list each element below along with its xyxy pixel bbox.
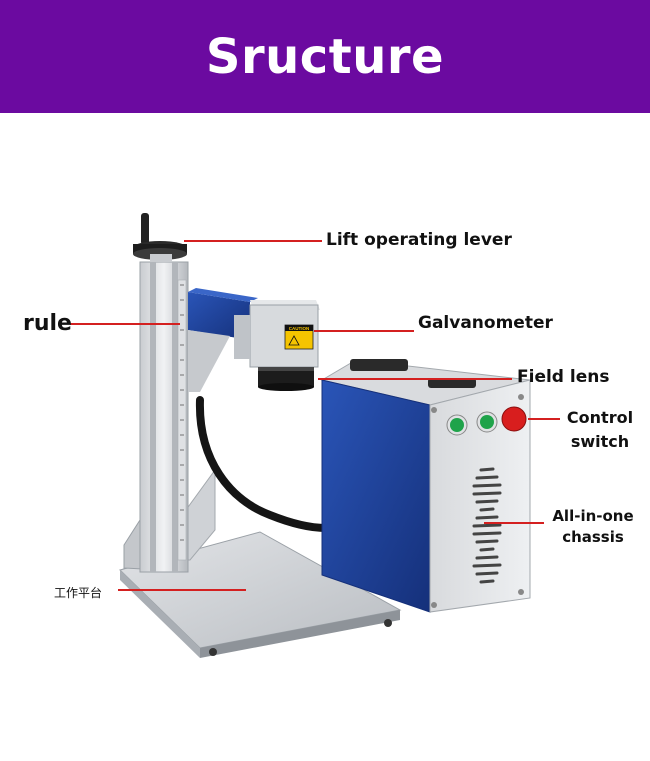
chassis-vent: [472, 467, 502, 584]
label-control-switch-line2: switch: [570, 432, 630, 451]
label-chassis-line1: All-in-one: [552, 507, 634, 525]
galvanometer-head: CAUTION: [234, 300, 320, 368]
header-banner: Sructure: [0, 0, 650, 113]
leader-lines: [70, 240, 560, 591]
chassis-box: [320, 359, 531, 613]
field-lens: [258, 367, 314, 391]
label-rule: rule: [23, 311, 72, 336]
label-field-lens: Field lens: [517, 367, 610, 387]
control-switches: [446, 406, 527, 436]
lift-handwheel: [133, 213, 187, 262]
rule-scale: [177, 279, 187, 561]
label-control-switch-line1: Control: [566, 408, 634, 427]
laser-marking-machine-illustration: CAUTION: [70, 213, 560, 658]
label-work-table: 工作平台: [54, 586, 103, 600]
caution-sticker-text: CAUTION: [289, 326, 310, 331]
label-all-in-one-chassis: All-in-one chassis: [548, 506, 638, 548]
page-title: Sructure: [205, 28, 445, 85]
fiber-cable: [195, 396, 330, 532]
label-lift-operating-lever: Lift operating lever: [326, 230, 512, 250]
label-chassis-line2: chassis: [562, 528, 624, 546]
laser-arm: [188, 288, 258, 392]
label-galvanometer: Galvanometer: [418, 313, 553, 333]
work-table: [119, 531, 402, 658]
label-control-switch: Control switch: [565, 406, 635, 454]
